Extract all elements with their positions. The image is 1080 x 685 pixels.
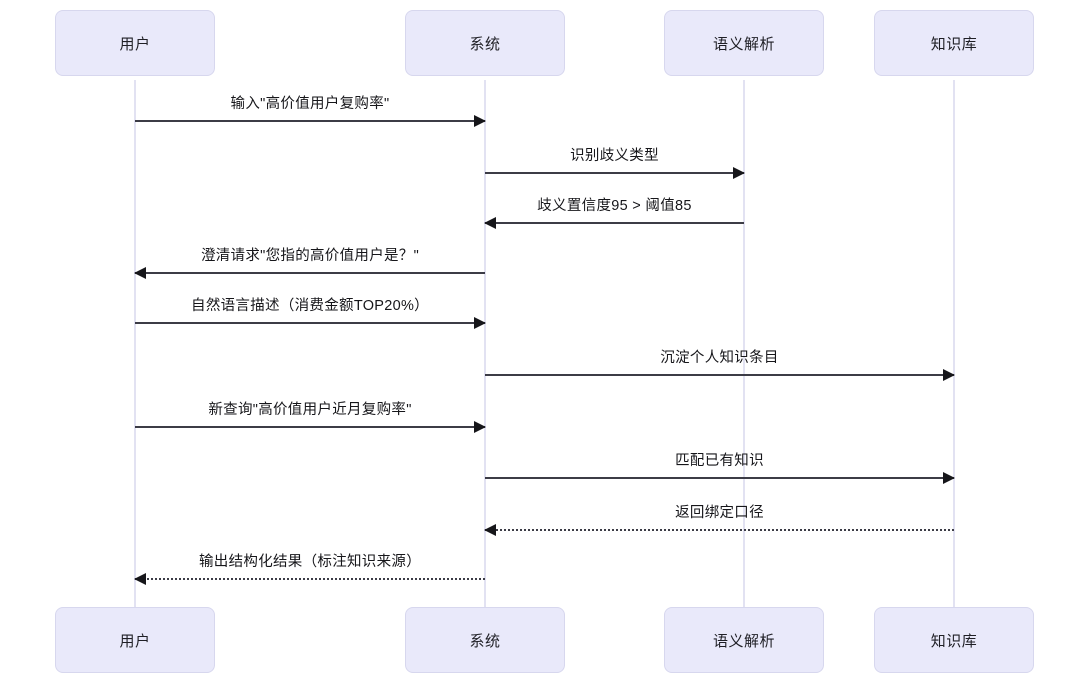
participant-label: 语义解析 (712, 35, 775, 53)
participant-label: 知识库 (930, 35, 978, 53)
message-label: 新查询"高价值用户近月复购率" (208, 402, 412, 418)
participant-label: 知识库 (930, 632, 978, 650)
participant-label: 系统 (469, 632, 501, 650)
lifeline-system (484, 80, 486, 608)
message-6[interactable]: 沉淀个人知识条目 (485, 342, 955, 382)
message-8[interactable]: 匹配已有知识 (485, 445, 955, 485)
message-2[interactable]: 识别歧义类型 (485, 140, 745, 180)
message-label: 澄清请求"您指的高价值用户是？" (200, 248, 420, 264)
message-label: 匹配已有知识 (675, 453, 764, 469)
arrowhead-right-icon (943, 369, 955, 381)
message-3[interactable]: 歧义置信度95 > 阈值85 (484, 190, 744, 230)
lifeline-semantic (743, 80, 745, 608)
participant-system-bottom[interactable]: 系统 (405, 607, 565, 673)
message-arrow-line (485, 374, 954, 376)
arrowhead-left-icon (484, 524, 496, 536)
participant-label: 用户 (119, 632, 151, 650)
arrowhead-right-icon (733, 167, 745, 179)
message-label: 自然语言描述（消费金额TOP20%） (191, 298, 429, 314)
message-arrow-line (485, 222, 744, 224)
participant-label: 用户 (119, 35, 151, 53)
participant-kb-top[interactable]: 知识库 (874, 10, 1034, 76)
message-arrow-line (135, 272, 485, 274)
arrowhead-right-icon (474, 115, 486, 127)
arrowhead-right-icon (474, 317, 486, 329)
message-label: 沉淀个人知识条目 (660, 350, 779, 366)
message-4[interactable]: 澄清请求"您指的高价值用户是？" (134, 240, 485, 280)
message-1[interactable]: 输入"高价值用户复购率" (135, 88, 486, 128)
participant-user-top[interactable]: 用户 (55, 10, 215, 76)
message-arrow-line (485, 172, 744, 174)
message-label: 识别歧义类型 (570, 148, 659, 164)
message-arrow-line (135, 120, 485, 122)
message-7[interactable]: 新查询"高价值用户近月复购率" (135, 394, 486, 434)
arrowhead-left-icon (134, 573, 146, 585)
participant-user-bottom[interactable]: 用户 (55, 607, 215, 673)
arrowhead-right-icon (474, 421, 486, 433)
arrowhead-left-icon (484, 217, 496, 229)
message-arrow-line (135, 426, 485, 428)
message-10[interactable]: 输出结构化结果（标注知识来源） (134, 546, 485, 586)
message-9[interactable]: 返回绑定口径 (484, 497, 954, 537)
message-5[interactable]: 自然语言描述（消费金额TOP20%） (135, 290, 486, 330)
message-arrow-line (135, 578, 485, 580)
participant-semantic-top[interactable]: 语义解析 (664, 10, 824, 76)
message-label: 输入"高价值用户复购率" (230, 96, 390, 112)
message-arrow-line (485, 477, 954, 479)
message-label: 返回绑定口径 (675, 505, 764, 521)
message-arrow-line (135, 322, 485, 324)
message-label: 输出结构化结果（标注知识来源） (199, 554, 421, 570)
participant-semantic-bottom[interactable]: 语义解析 (664, 607, 824, 673)
participant-label: 系统 (469, 35, 501, 53)
message-label: 歧义置信度95 > 阈值85 (537, 198, 692, 214)
participant-label: 语义解析 (712, 632, 775, 650)
arrowhead-left-icon (134, 267, 146, 279)
lifeline-kb (953, 80, 955, 608)
message-arrow-line (485, 529, 954, 531)
participant-kb-bottom[interactable]: 知识库 (874, 607, 1034, 673)
arrowhead-right-icon (943, 472, 955, 484)
lifeline-user (134, 80, 136, 608)
participant-system-top[interactable]: 系统 (405, 10, 565, 76)
